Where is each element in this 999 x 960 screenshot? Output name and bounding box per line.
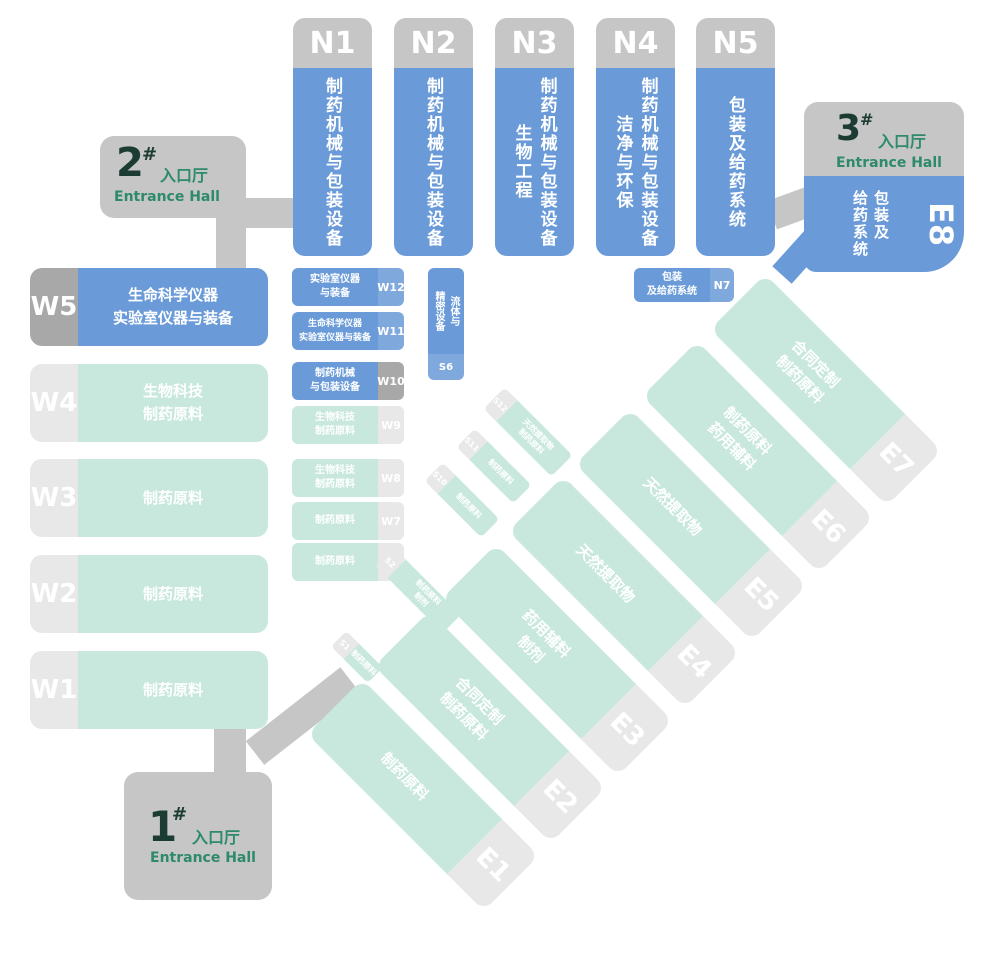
- hall-code-tab: N3: [495, 18, 574, 68]
- hall-code: W7: [378, 502, 404, 540]
- hall-code-tab: N4: [596, 18, 675, 68]
- hall-label: 包装及给药系统: [725, 95, 745, 229]
- hall-n2[interactable]: N2 制药机械与包装设备: [394, 18, 473, 256]
- hall-sup: #: [142, 144, 158, 165]
- hall-code: W12: [377, 268, 404, 306]
- hall-w10[interactable]: 制药机械 与包装设备 W10: [292, 362, 404, 400]
- hall-w12[interactable]: 实验室仪器 与装备 W12: [292, 268, 404, 306]
- hall-code: E8: [922, 202, 960, 247]
- hall-w11[interactable]: 生命科学仪器 实验室仪器与装备 W11: [292, 312, 404, 350]
- hall-n4[interactable]: N4 制药机械与包装设备 洁净与环保: [596, 18, 675, 256]
- hall-body: 包装及给药系统: [696, 68, 775, 256]
- hall-code: W5: [30, 268, 78, 346]
- hall-code: W4: [30, 364, 78, 442]
- entrance-hall-1[interactable]: 1 # 入口厅 Entrance Hall: [124, 772, 272, 900]
- hall-n3[interactable]: N3 制药机械与包装设备 生物工程: [495, 18, 574, 256]
- hall-number: 2: [116, 140, 144, 186]
- hall-w5[interactable]: W5 生命科学仪器 实验室仪器与装备: [30, 268, 268, 346]
- hall-w1[interactable]: W1 制药原料: [30, 651, 268, 729]
- hall-en-label: Entrance Hall: [150, 850, 256, 866]
- hall-label: 包装 及给药系统: [634, 268, 710, 302]
- hall-label: 制药机械与包装设备: [322, 76, 342, 248]
- hall-label: 制药原料: [469, 441, 532, 504]
- hall-n7[interactable]: 包装 及给药系统 N7: [634, 268, 734, 302]
- hall-n5[interactable]: N5 包装及给药系统: [696, 18, 775, 256]
- hall-s6[interactable]: 流体与 精密设备 S6: [428, 268, 464, 380]
- hall-code: S6: [438, 361, 454, 373]
- hall-w7[interactable]: 制药原料 W7: [292, 502, 404, 540]
- hall-label: 生物科技 制药原料: [292, 459, 378, 497]
- entrance-hall-2[interactable]: 2 # 入口厅 Entrance Hall: [100, 136, 246, 218]
- hall-sup: #: [860, 110, 874, 129]
- hall-label: 生物科技 制药原料: [78, 364, 268, 442]
- hall-en-label: Entrance Hall: [114, 189, 220, 205]
- hall-label: 制药原料: [437, 475, 500, 538]
- hall-sup: #: [172, 804, 188, 825]
- hall-code: N4: [612, 25, 659, 61]
- hall-code: W8: [378, 459, 404, 497]
- hall-body: 制药机械与包装设备: [394, 68, 473, 256]
- hall-label: 制药原料: [292, 543, 378, 581]
- hall-label: 制药机械与包装设备 生物工程: [511, 76, 557, 248]
- hall-label: 制药机械与包装设备 洁净与环保: [612, 76, 658, 248]
- hall-code: N3: [511, 25, 558, 61]
- hall-label: 制药机械与包装设备: [423, 76, 443, 248]
- hall-code: W1: [30, 651, 78, 729]
- hall-label: 包装及 给药系统: [851, 190, 890, 258]
- hall-code: N2: [410, 25, 457, 61]
- hall-label: 生物科技 制药原料: [292, 406, 378, 444]
- hall-label: 制药原料: [292, 502, 378, 540]
- hall-en-label: Entrance Hall: [836, 155, 942, 171]
- hall-w4[interactable]: W4 生物科技 制药原料: [30, 364, 268, 442]
- hall-label: 流体与 精密设备: [433, 291, 459, 331]
- hall-code: N7: [710, 268, 734, 302]
- hall-w9[interactable]: 生物科技 制药原料 W9: [292, 406, 404, 444]
- hall-cn-label: 入口厅: [160, 166, 209, 185]
- hall-cn-label: 入口厅: [192, 828, 241, 847]
- hall-label: 制药原料: [78, 651, 268, 729]
- hall-label: 生命科学仪器 实验室仪器与装备: [78, 268, 268, 346]
- hall-label: 制药原料: [78, 459, 268, 537]
- hall-code: W9: [378, 406, 404, 444]
- hall-code-tab: N1: [293, 18, 372, 68]
- hall-code: W3: [30, 459, 78, 537]
- hall-label: 生命科学仪器 实验室仪器与装备: [292, 312, 378, 350]
- hall-body: 制药机械与包装设备 洁净与环保: [596, 68, 675, 256]
- hall-code: W11: [377, 312, 404, 350]
- hall-w3[interactable]: W3 制药原料: [30, 459, 268, 537]
- hall-cn-label: 入口厅: [878, 132, 927, 151]
- hall-label: 制药机械 与包装设备: [292, 362, 378, 400]
- hall-w2[interactable]: W2 制药原料: [30, 555, 268, 633]
- hall-label: 实验室仪器 与装备: [292, 268, 378, 306]
- hall-number: 1: [148, 802, 178, 851]
- hall-body: 制药机械与包装设备 生物工程: [495, 68, 574, 256]
- hall-code-tab: S6: [428, 354, 464, 380]
- hall-w8[interactable]: 生物科技 制药原料 W8: [292, 459, 404, 497]
- hall-label: 制药原料: [78, 555, 268, 633]
- hall-code-tab: N2: [394, 18, 473, 68]
- hall-code-tab: N5: [696, 18, 775, 68]
- hall-code: N1: [309, 25, 356, 61]
- hall-code: W10: [377, 362, 404, 400]
- hall-n1[interactable]: N1 制药机械与包装设备: [293, 18, 372, 256]
- hall-body: 流体与 精密设备: [428, 268, 464, 354]
- hall-code: W2: [30, 555, 78, 633]
- hall-e8[interactable]: E8 包装及 给药系统: [804, 176, 964, 272]
- hall-code: N5: [712, 25, 759, 61]
- hall-body: 制药机械与包装设备: [293, 68, 372, 256]
- entrance-hall-3[interactable]: 3 # 入口厅 Entrance Hall: [804, 102, 964, 182]
- hall-number: 3: [836, 108, 862, 149]
